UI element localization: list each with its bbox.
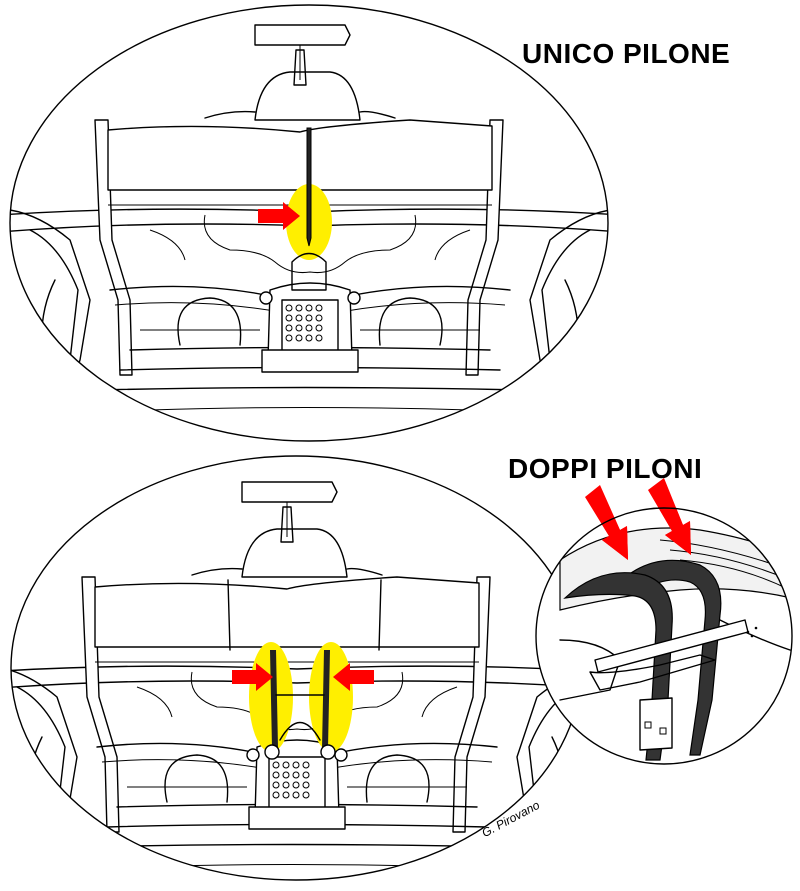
- red-arrow-icon: [333, 663, 374, 691]
- top-frame-ellipse: [9, 4, 609, 442]
- detail-frame-circle: [535, 507, 793, 765]
- top-car-rear-view: [10, 24, 608, 421]
- bottom-panel: [10, 455, 582, 881]
- top-panel: [9, 4, 609, 442]
- red-arrow-icon: [585, 485, 628, 560]
- detail-pylon-rear: [627, 559, 722, 756]
- red-arrow-icon: [648, 478, 691, 555]
- detail-inset: [535, 478, 793, 765]
- bottom-highlight-ellipse-right: [309, 642, 353, 752]
- bottom-car-rear-view: [11, 481, 581, 878]
- pylon-left: [270, 650, 278, 748]
- bottom-panel-title: DOPPI PILONI: [508, 453, 703, 484]
- pylon-right: [322, 650, 330, 748]
- top-panel-title: UNICO PILONE: [522, 38, 731, 69]
- red-arrow-icon: [258, 202, 300, 230]
- single-pylon: [306, 127, 312, 247]
- red-arrow-icon: [232, 663, 273, 691]
